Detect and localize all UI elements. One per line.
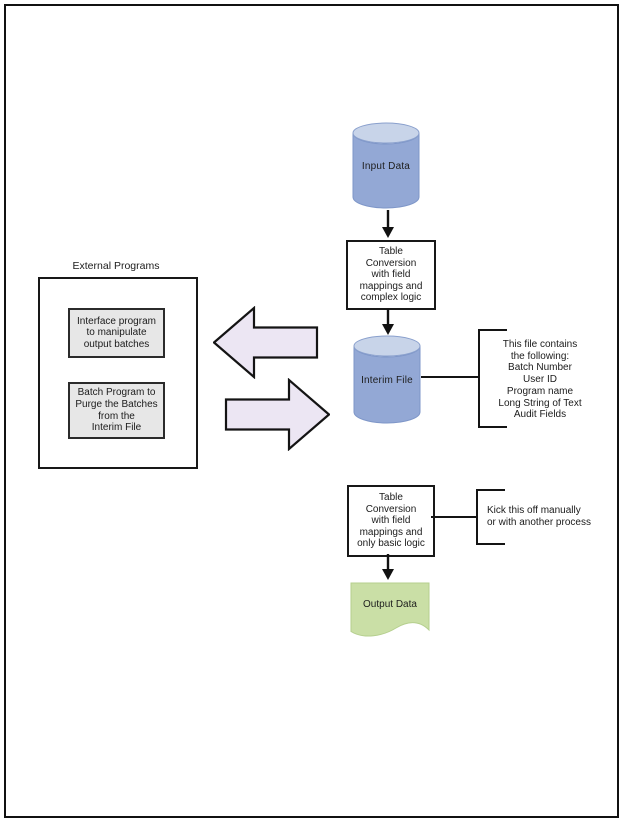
interim-note-bracket <box>478 329 507 428</box>
cylinder-shape <box>352 122 420 209</box>
batch-program-box: Batch Program to Purge the Batches from … <box>68 382 165 439</box>
flow-arrow-down-2 <box>382 309 394 335</box>
interim-file-cylinder: Interim File <box>353 335 421 425</box>
interim-note: This file contains the following: Batch … <box>498 339 582 421</box>
document-shape <box>350 582 430 637</box>
kickoff-note-connector <box>431 516 477 518</box>
table-conversion-complex-box: Table Conversion with field mappings and… <box>346 240 436 310</box>
external-programs-box: Interface program to manipulate output b… <box>38 277 198 469</box>
cylinder-shape <box>353 335 421 424</box>
block-arrow-left-icon <box>213 306 319 379</box>
kickoff-note: Kick this off manually or with another p… <box>487 505 591 528</box>
table-conversion-basic-label: Table Conversion with field mappings and… <box>357 492 425 550</box>
table-conversion-basic-box: Table Conversion with field mappings and… <box>347 485 435 557</box>
flow-arrow-down-1 <box>382 210 394 238</box>
batch-program-label: Batch Program to Purge the Batches from … <box>75 387 158 434</box>
input-data-label: Input Data <box>361 161 411 172</box>
block-arrow-right-icon <box>224 378 330 451</box>
output-data-document: Output Data <box>350 582 430 640</box>
interface-program-label: Interface program to manipulate output b… <box>77 315 156 350</box>
table-conversion-complex-label: Table Conversion with field mappings and… <box>359 246 423 304</box>
kickoff-note-bracket <box>476 489 505 545</box>
interim-file-label: Interim File <box>361 375 413 386</box>
flow-arrow-down-3 <box>382 554 394 580</box>
input-data-cylinder: Input Data <box>352 122 420 210</box>
interim-note-connector <box>421 376 479 378</box>
external-programs-title: External Programs <box>72 260 160 272</box>
output-data-label: Output Data <box>363 599 417 610</box>
interface-program-box: Interface program to manipulate output b… <box>68 308 165 358</box>
